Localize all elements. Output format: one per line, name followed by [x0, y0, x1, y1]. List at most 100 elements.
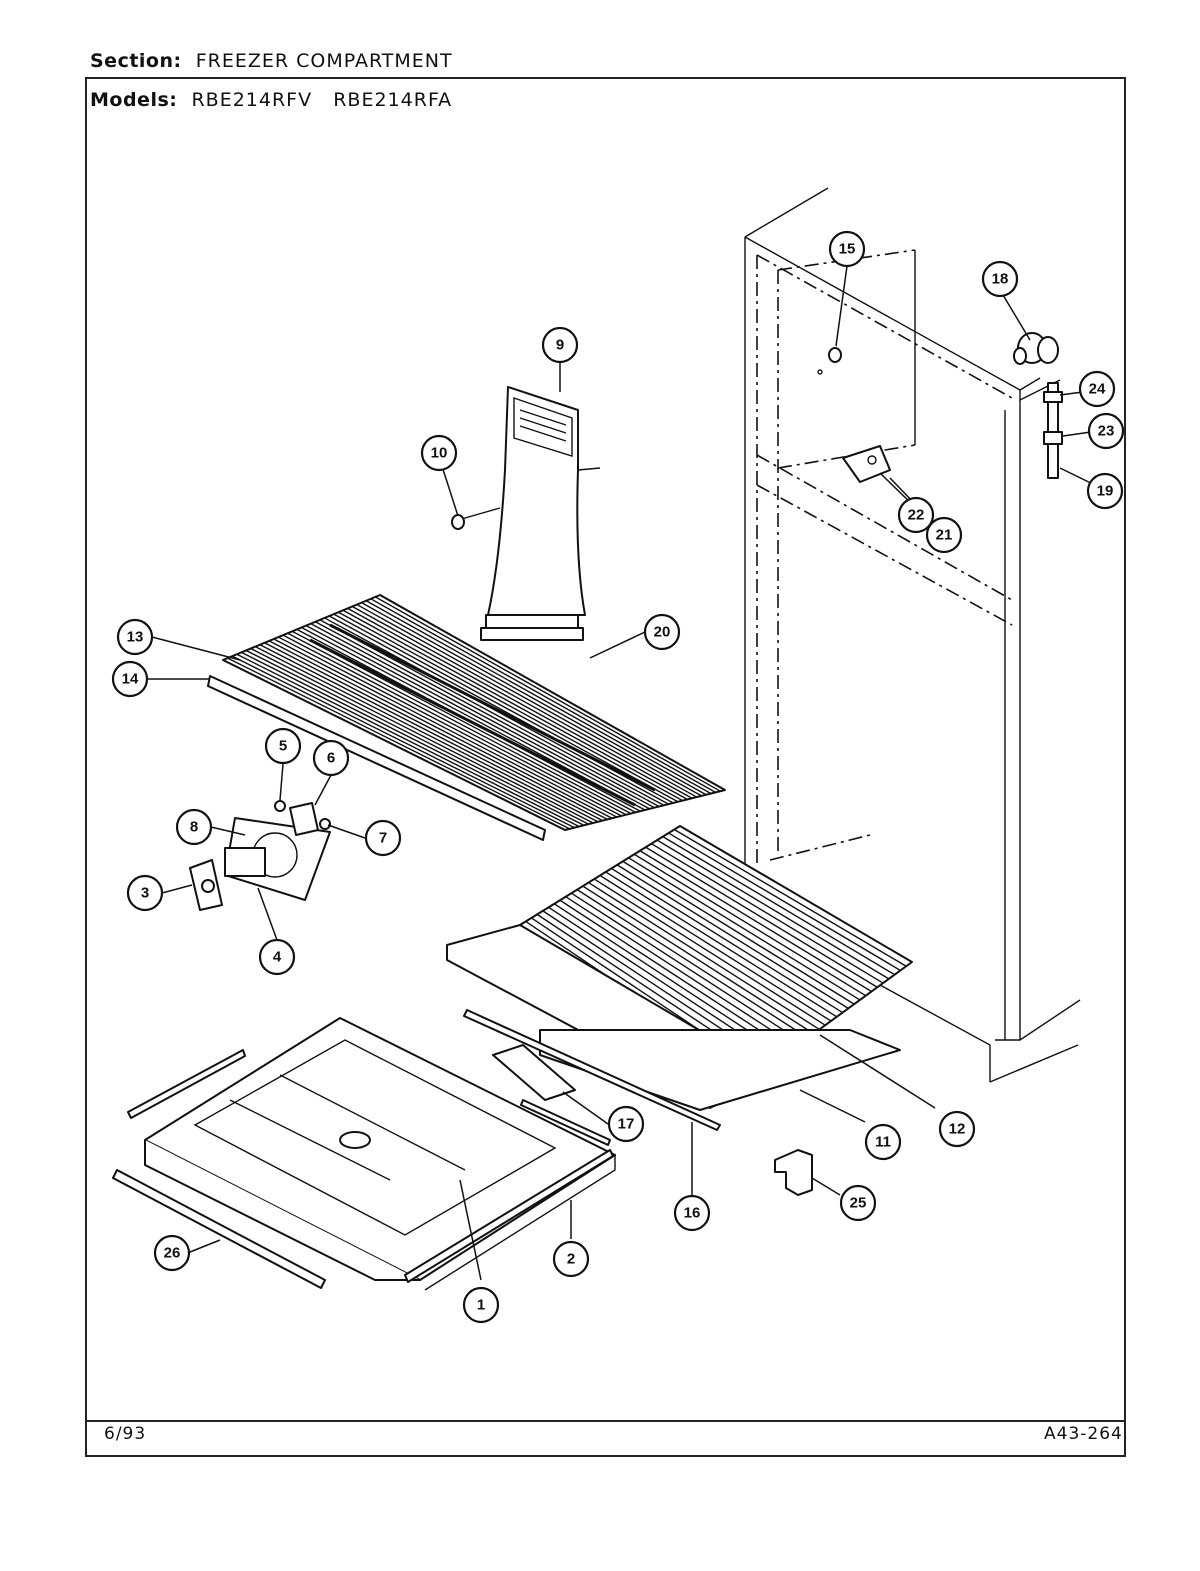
models-label: Models:: [90, 89, 178, 111]
models-line: Models: RBE214RFV RBE214RFA: [90, 89, 452, 111]
callout-19: 19: [1086, 472, 1124, 510]
footer-diagram-id: A43-264: [1044, 1424, 1123, 1444]
cover-rib: [639, 850, 872, 993]
callout-26-label: 26: [164, 1245, 181, 1262]
cover-rib: [582, 885, 815, 1035]
callout-12-label: 12: [949, 1121, 966, 1138]
callout-14-label: 14: [122, 671, 139, 688]
trim-rails: [112, 1009, 721, 1289]
callout-4: 4: [258, 938, 296, 976]
shelf-wire: [315, 621, 660, 808]
callout-7: 7: [364, 819, 402, 857]
screw: [451, 507, 501, 530]
shelf-wire: [305, 624, 651, 810]
model-2: RBE214RFA: [333, 89, 453, 111]
callout-7-label: 7: [379, 830, 387, 847]
shelf-wire: [375, 596, 721, 792]
callout-26: 26: [153, 1234, 191, 1272]
callout-21: 21: [925, 516, 963, 554]
cover-rib: [628, 857, 861, 1001]
cover-rib: [662, 836, 896, 976]
shelf-wire: [268, 640, 613, 819]
callout-16-label: 16: [684, 1205, 701, 1222]
shelf-wire: [231, 655, 575, 829]
callout-1-label: 1: [477, 1297, 485, 1314]
callout-6: 6: [312, 739, 350, 777]
section-value: FREEZER COMPARTMENT: [195, 50, 453, 72]
cover-rib: [559, 899, 791, 1052]
shelf-wire: [278, 636, 622, 817]
callout-4-label: 4: [273, 949, 282, 966]
wire-shelf: [222, 594, 726, 831]
callout-13: 13: [116, 618, 154, 656]
callout-2: 2: [552, 1240, 590, 1278]
shelf-wire: [351, 605, 698, 798]
callout-9: 9: [541, 326, 579, 364]
callout-25-label: 25: [850, 1195, 867, 1212]
shelf-wire: [264, 642, 608, 821]
callout-2-label: 2: [567, 1251, 575, 1268]
shelf-wire: [365, 600, 712, 795]
fan-bracket-assembly: [224, 800, 331, 901]
cover-rib: [673, 828, 907, 967]
fan-motor: [189, 859, 223, 911]
callout-11-label: 11: [875, 1134, 891, 1151]
cover-rib: [599, 874, 832, 1022]
diagram-frame: [85, 77, 1126, 1457]
shelf-wire: [287, 632, 632, 815]
callout-5: 5: [264, 727, 302, 765]
shelf-wire: [361, 602, 707, 796]
cover-rib: [611, 867, 843, 1014]
ducts-and-small-parts: [492, 332, 1063, 1196]
shelf-wire: [310, 623, 655, 809]
cover-rib: [565, 896, 797, 1047]
callout-23: 23: [1087, 412, 1125, 450]
shelf-wire: [347, 607, 693, 799]
callout-5-label: 5: [279, 738, 287, 755]
cover-rib: [588, 881, 820, 1031]
callout-23-label: 23: [1098, 423, 1115, 440]
callout-20-label: 20: [654, 624, 671, 641]
callout-10: 10: [420, 434, 458, 472]
footer-date: 6/93: [104, 1424, 147, 1444]
shelf-wire: [227, 657, 571, 830]
shelf-wire: [342, 609, 688, 801]
shelf-wire: [259, 644, 603, 822]
cover-rib: [576, 889, 809, 1039]
shelf-wire: [241, 651, 585, 826]
callout-13-label: 13: [127, 629, 144, 646]
callout-18: 18: [981, 260, 1019, 298]
callout-12: 12: [938, 1110, 976, 1148]
shelf-wire: [319, 619, 665, 806]
callout-19-label: 19: [1097, 483, 1114, 500]
air-duct-cover: [480, 386, 601, 641]
callout-9-label: 9: [556, 337, 564, 354]
shelf-wire: [282, 634, 627, 816]
callout-10-label: 10: [431, 445, 448, 462]
callout-3: 3: [126, 874, 164, 912]
cover-rib: [668, 832, 901, 972]
callout-8: 8: [175, 808, 213, 846]
callout-15: 15: [828, 230, 866, 268]
callout-6-label: 6: [327, 750, 335, 767]
footer-divider: [85, 1420, 1126, 1422]
cover-rib: [656, 839, 890, 980]
model-1: RBE214RFV: [191, 89, 313, 111]
callout-22-label: 22: [908, 507, 925, 524]
cover-rib: [633, 853, 867, 997]
callout-20: 20: [643, 613, 681, 651]
shelf-wire: [245, 649, 589, 825]
section-label: Section:: [90, 50, 182, 72]
callout-11: 11: [864, 1123, 902, 1161]
cover-rib: [651, 843, 884, 984]
freezer-floor: [144, 1017, 616, 1291]
callout-22: 22: [897, 496, 935, 534]
callout-14: 14: [111, 660, 149, 698]
callout-24: 24: [1078, 370, 1116, 408]
shelf-wire: [236, 653, 580, 828]
callout-16: 16: [673, 1194, 711, 1232]
section-line: Section: FREEZER COMPARTMENT: [90, 50, 453, 72]
callout-24-label: 24: [1089, 381, 1106, 398]
callout-25: 25: [839, 1184, 877, 1222]
cover-rib: [593, 878, 826, 1026]
